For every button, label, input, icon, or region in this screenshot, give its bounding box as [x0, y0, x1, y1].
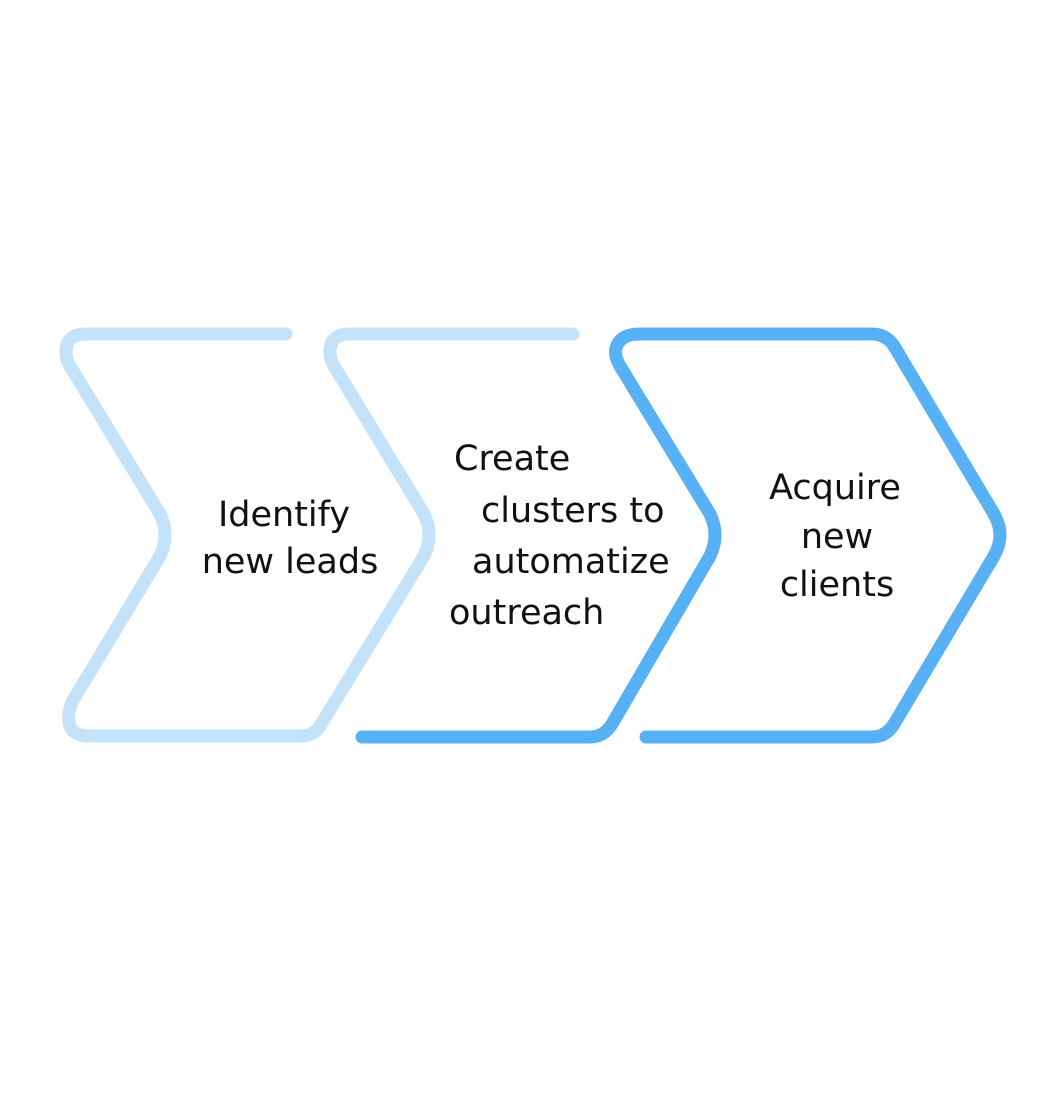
step-3-label-line-3: clients	[780, 565, 894, 605]
step-1-outline	[59, 327, 327, 743]
step-1-label: Identify new leads	[202, 495, 379, 582]
step-2-label-line-1: Create	[454, 439, 570, 479]
step-2-label-line-3: automatize	[472, 542, 670, 582]
step-3-label: Acquire new clients	[769, 468, 901, 605]
step-1-label-line-1: Identify	[218, 495, 350, 535]
step-1-chevron	[59, 327, 327, 743]
step-2-chevron	[313, 327, 722, 744]
step-2-label-line-2: clusters to	[481, 491, 665, 531]
step-3-label-line-1: Acquire	[769, 468, 901, 508]
step-2-label: Create clusters to automatize outreach	[449, 439, 670, 633]
step-2-outline	[313, 327, 580, 733]
step-3-chevron	[609, 327, 1007, 744]
step-3-outline	[609, 327, 1007, 744]
step-3-label-line-2: new	[801, 517, 873, 557]
step-2-accent-edge	[355, 507, 722, 744]
step-1-label-line-2: new leads	[202, 542, 379, 582]
step-2-label-line-4: outreach	[449, 593, 604, 633]
